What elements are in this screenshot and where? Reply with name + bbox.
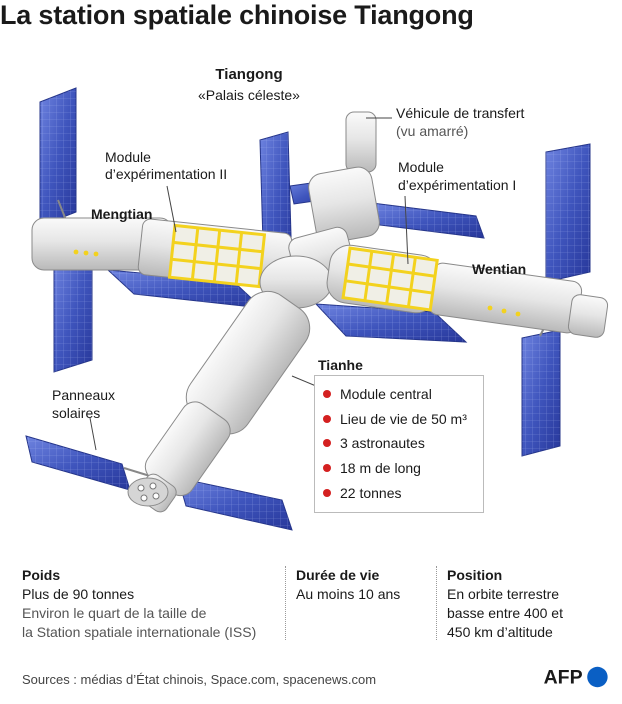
stat-weight: Poids Plus de 90 tonnes Environ le quart… xyxy=(22,565,282,642)
tianhe-aft xyxy=(127,477,169,507)
stat-heading: Poids xyxy=(22,567,61,583)
divider xyxy=(436,566,437,640)
label-exp1-line2: d’expérimentation I xyxy=(398,177,517,193)
stat-line: Au moins 10 ans xyxy=(296,586,401,602)
afp-logo-circle xyxy=(587,666,608,688)
window-light xyxy=(515,311,521,317)
stat-heading: Position xyxy=(447,567,503,583)
bullet-dot xyxy=(323,390,331,399)
page-title: La station spatiale chinoise Tiangong xyxy=(0,0,474,30)
experiment-module-2 xyxy=(167,223,267,289)
label-wentian: Wentian xyxy=(472,261,527,277)
label-panels-line1: Panneaux xyxy=(52,387,116,403)
fact-item: 3 astronautes xyxy=(323,431,483,456)
stat-line: 450 km d’altitude xyxy=(447,624,553,640)
label-exp2-line2: d’expérimentation II xyxy=(105,166,228,182)
label-exp1-line1: Module xyxy=(398,159,444,175)
stat-line: En orbite terrestre xyxy=(447,586,560,602)
stat-line: la Station spatiale internationale (ISS) xyxy=(22,624,257,640)
bullet-dot xyxy=(323,439,331,448)
label-exp2-line1: Module xyxy=(105,149,151,165)
fact-item: 18 m de long xyxy=(323,456,483,481)
label-vehicle-line1: Véhicule de transfert xyxy=(396,105,525,121)
experiment-module-1 xyxy=(341,246,439,312)
station-nickname: «Palais céleste» xyxy=(198,87,300,103)
divider xyxy=(285,566,286,640)
afp-logo-text: AFP xyxy=(544,667,583,689)
window-light xyxy=(501,308,507,314)
window-light xyxy=(83,250,89,256)
label-mengtian: Mengtian xyxy=(91,206,153,222)
solar-panel-group xyxy=(25,87,591,531)
bullet-dot xyxy=(323,414,331,423)
stat-position: Position En orbite terrestre basse entre… xyxy=(447,565,607,642)
label-vehicle-line2: (vu amarré) xyxy=(396,123,469,139)
source-credit: Sources : médias d’État chinois, Space.c… xyxy=(22,672,377,687)
fact-item: Lieu de vie de 50 m³ xyxy=(323,407,483,432)
afp-logo: AFP xyxy=(544,666,608,689)
stat-line: basse entre 400 et xyxy=(447,605,563,621)
label-tianhe: Tianhe xyxy=(318,357,363,373)
fact-item: Module central xyxy=(323,382,483,407)
stat-line: Plus de 90 tonnes xyxy=(22,586,135,602)
transfer-vehicle xyxy=(308,111,380,244)
stat-line: Environ le quart de la taille de xyxy=(22,605,207,621)
window-light xyxy=(487,305,493,311)
window-light xyxy=(93,251,99,257)
bullet-dot xyxy=(323,464,331,473)
fact-item: 22 tonnes xyxy=(323,480,483,505)
window-light xyxy=(73,249,79,255)
tianhe-facts-box: Module central Lieu de vie de 50 m³ 3 as… xyxy=(314,375,484,513)
label-panels-line2: solaires xyxy=(52,405,101,421)
stat-heading: Durée de vie xyxy=(296,567,380,583)
bullet-dot xyxy=(323,488,331,497)
stat-lifetime: Durée de vie Au moins 10 ans xyxy=(296,565,426,604)
station-name: Tiangong xyxy=(215,66,283,83)
